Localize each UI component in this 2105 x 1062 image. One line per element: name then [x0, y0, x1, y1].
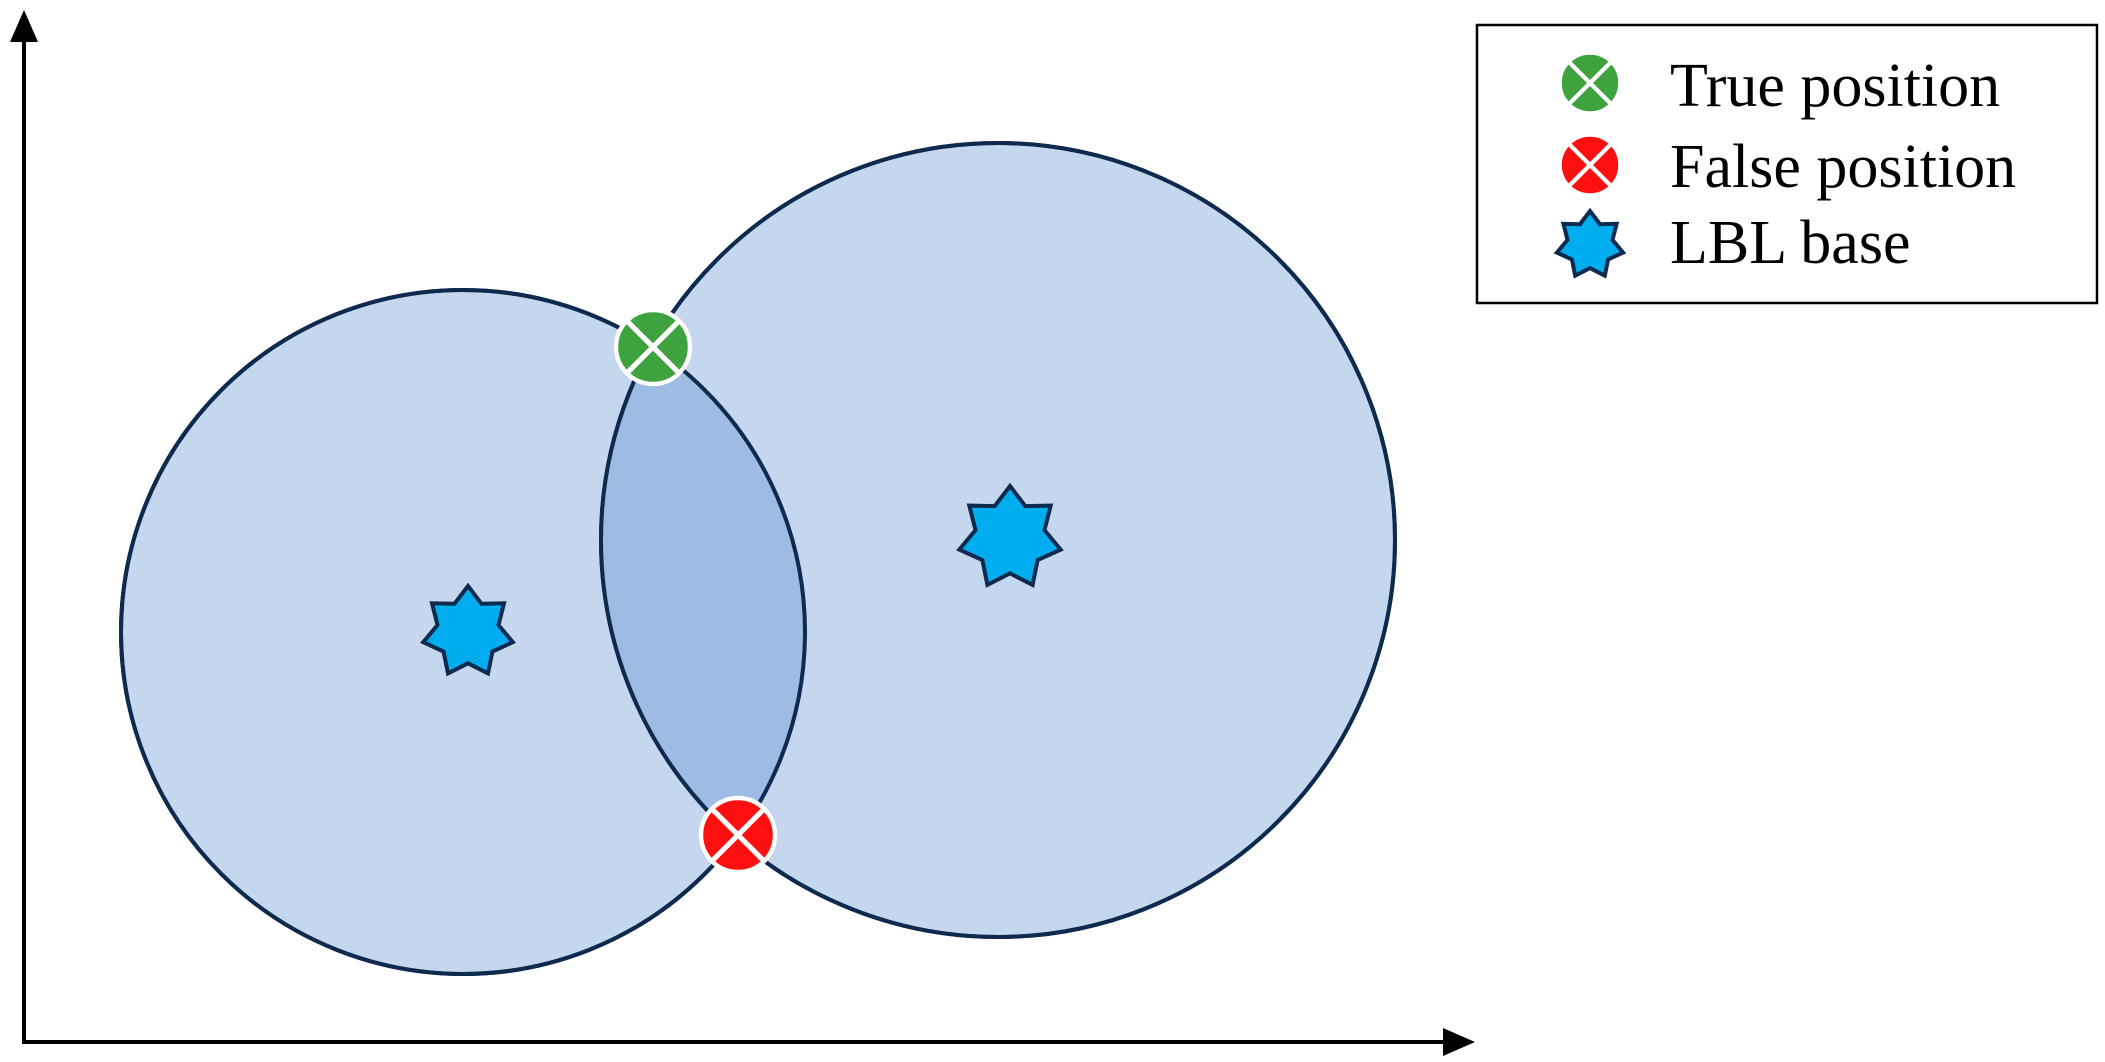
- seven-point-star-icon: [1553, 207, 1627, 279]
- axes: [10, 10, 1475, 1056]
- y-axis-arrowhead: [10, 10, 38, 42]
- seven-point-star-icon: [956, 482, 1064, 588]
- x-axis-arrowhead: [1443, 1028, 1475, 1056]
- red-crossed-circle-icon: [1558, 133, 1622, 197]
- red-crossed-circle-icon: [698, 795, 778, 875]
- marker-cross-line: [1568, 143, 1612, 187]
- marker-cross-line: [626, 320, 680, 374]
- range-circle-right-outline: [599, 141, 1397, 939]
- seven-point-star-icon: [419, 582, 517, 677]
- legend: True position False position LBL base: [1475, 23, 2099, 305]
- marker-cross-line: [1568, 61, 1612, 105]
- legend-label-false-position: False position: [1670, 133, 2016, 201]
- green-crossed-circle-icon: [1558, 51, 1622, 115]
- legend-label-lbl-base: LBL base: [1670, 209, 1910, 277]
- green-crossed-circle-icon: [613, 307, 693, 387]
- legend-label-true-position: True position: [1670, 52, 2000, 120]
- range-circle-left-outline: [119, 288, 807, 976]
- marker-cross-line: [711, 808, 765, 862]
